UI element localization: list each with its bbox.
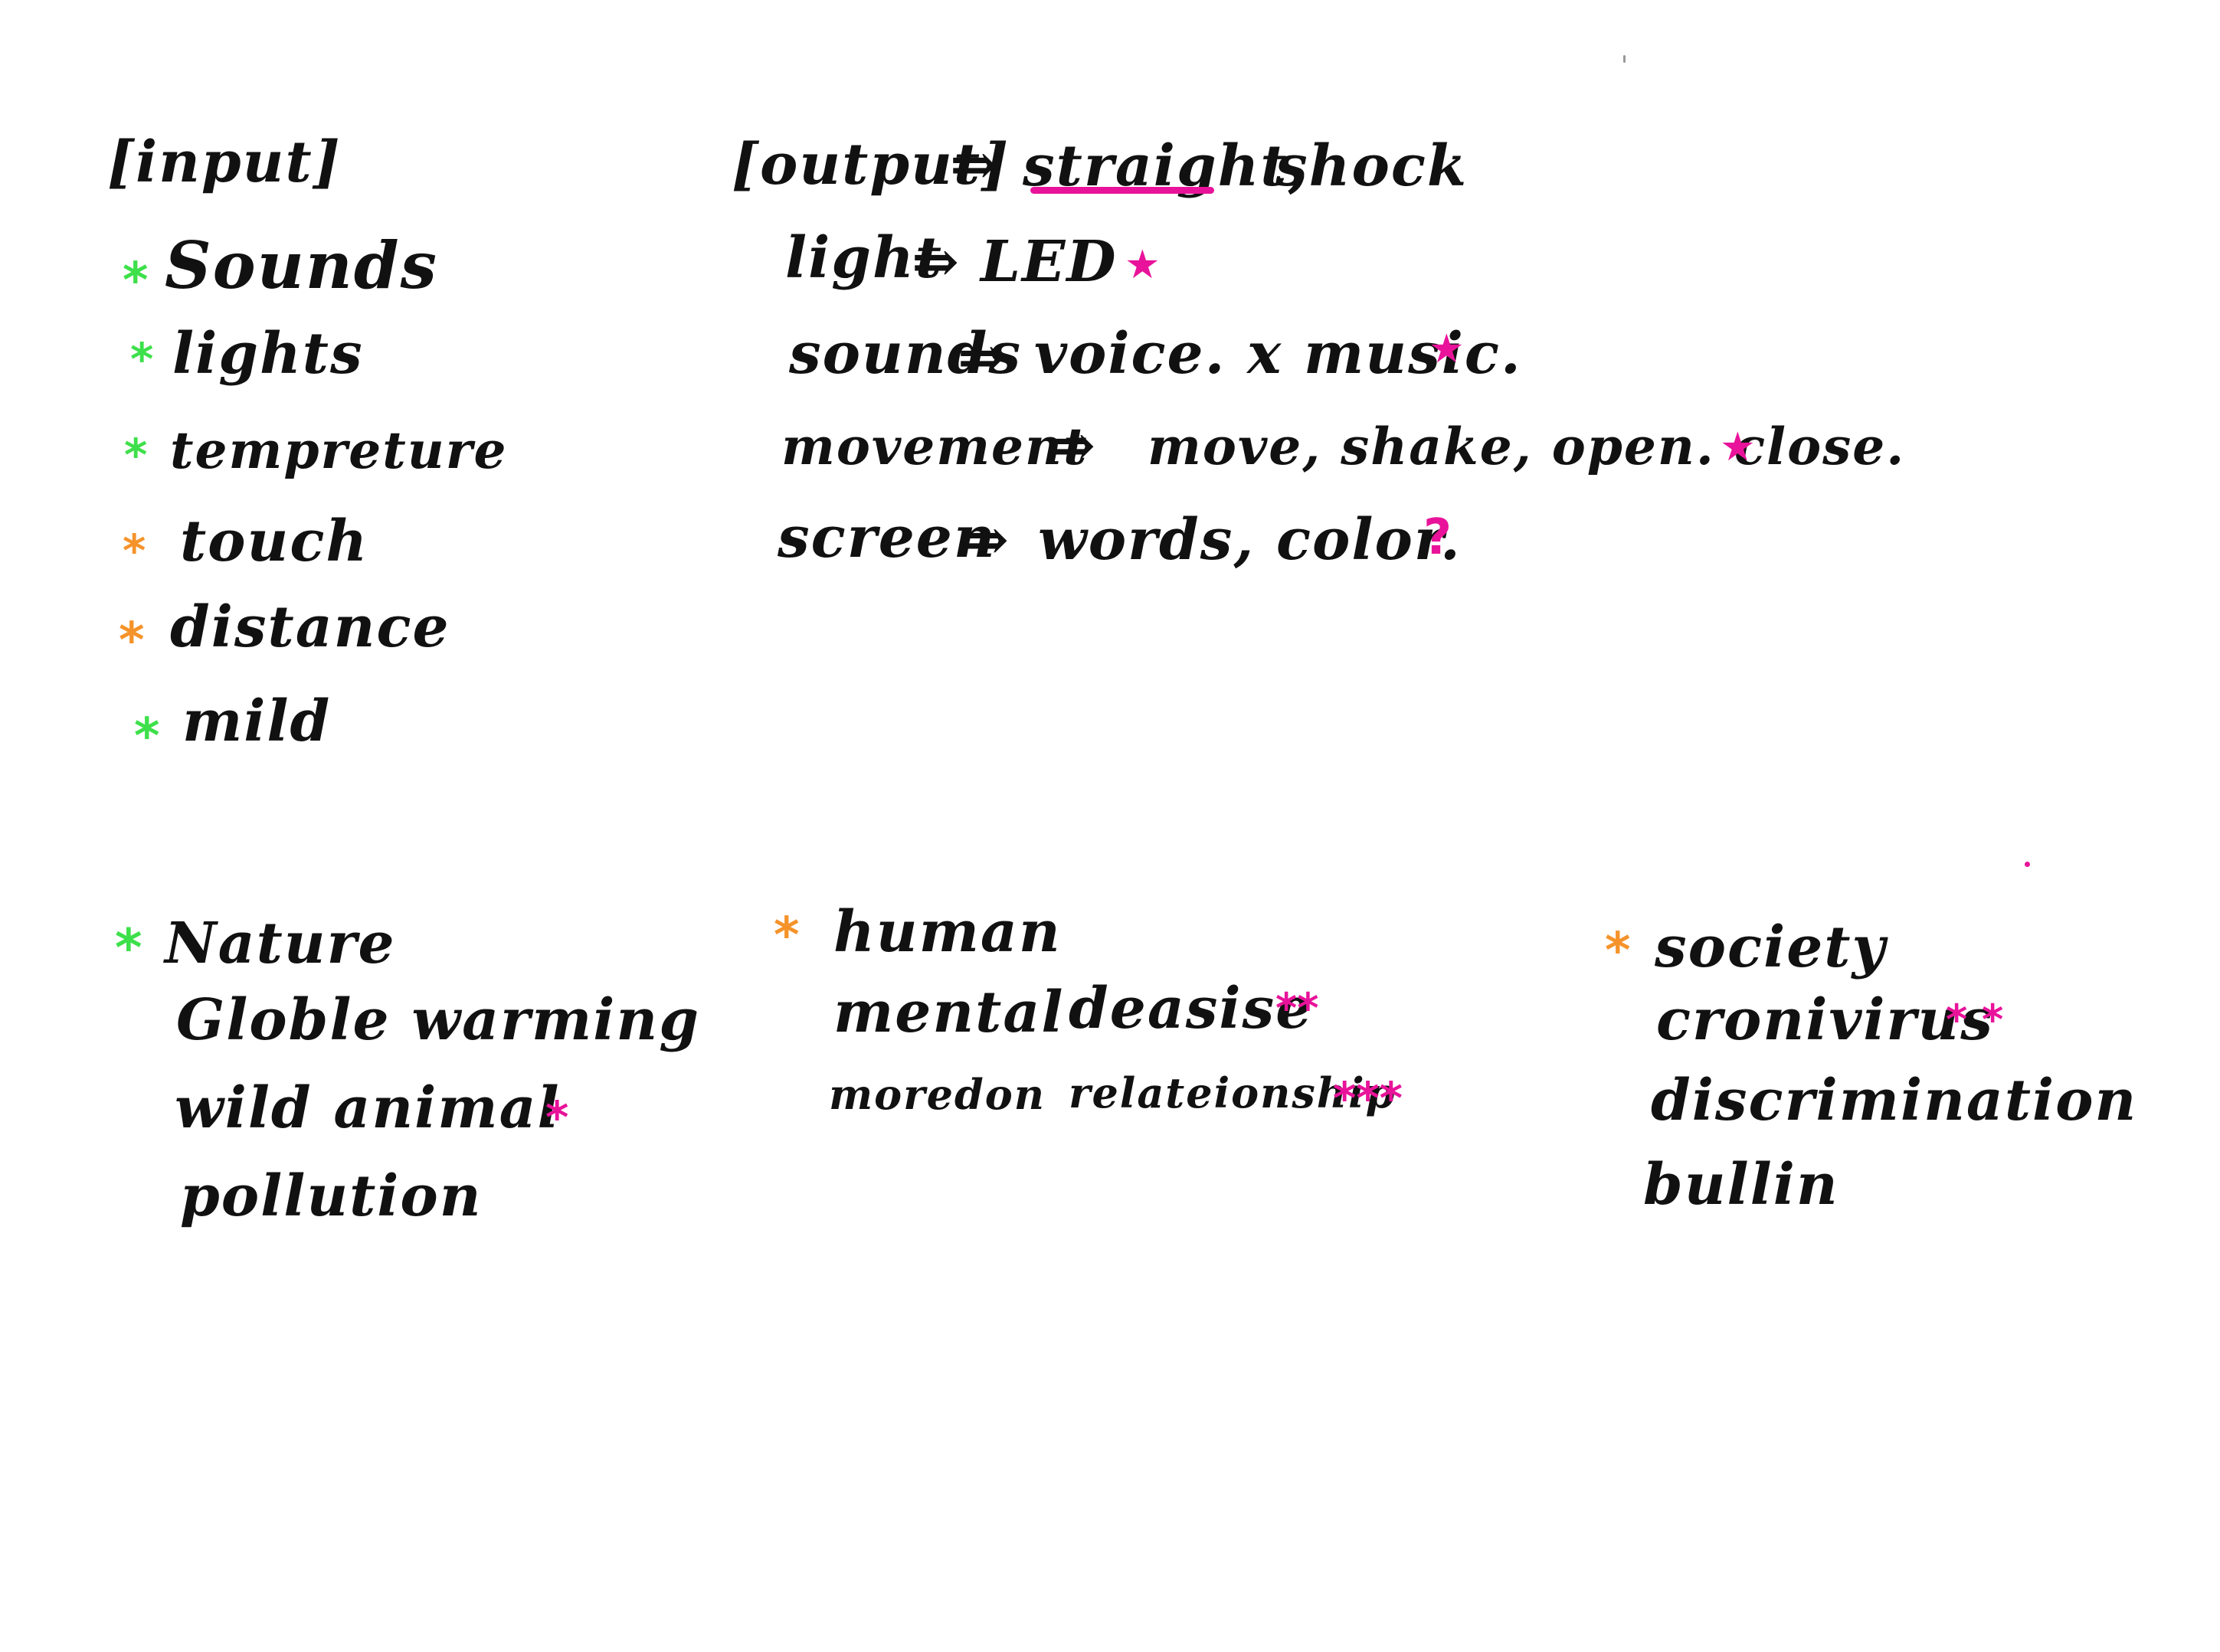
nature-item-pollution: pollution xyxy=(180,1163,483,1229)
output-row-light-arrow: ⇒ xyxy=(912,229,961,295)
input-marker-distance: * xyxy=(119,613,145,669)
output-row-sounds-value: voice. x music. xyxy=(1034,321,1522,387)
input-marker-tempreture: * xyxy=(124,429,148,481)
society-title: society xyxy=(1655,914,1887,980)
human-row-moredon-mark: *** xyxy=(1333,1072,1403,1124)
human-row-mental-a: mental xyxy=(833,980,1065,1045)
input-heading: [input] xyxy=(107,129,342,195)
human-row-moredon-a: moredon xyxy=(829,1070,1046,1119)
input-item-mild: mild xyxy=(182,689,332,754)
output-option-straight: straight, xyxy=(1023,133,1310,199)
output-row-screen-question-icon: ? xyxy=(1423,509,1452,566)
society-item-bullin: bullin xyxy=(1643,1152,1839,1218)
nature-item-globle-warming: Globle warming xyxy=(176,987,700,1053)
output-row-screen-arrow: ⇒ xyxy=(961,507,1011,573)
human-row-moredon-b: relateionship xyxy=(1069,1068,1397,1117)
human-row-mental-mark: ** xyxy=(1275,984,1319,1032)
output-row-screen-label: screen xyxy=(778,505,997,571)
output-heading-arrow: ⇒ xyxy=(950,132,1000,198)
stray-pen-mark xyxy=(1623,55,1626,63)
society-item-discrimination: discrimination xyxy=(1651,1068,2138,1134)
straight-underline xyxy=(1030,187,1214,194)
input-item-distance: distance xyxy=(170,594,450,660)
nature-item-wild-animal-mark: * xyxy=(545,1091,569,1143)
input-item-tempreture: tempreture xyxy=(170,420,508,480)
input-item-sounds: Sounds xyxy=(165,227,438,303)
human-marker: * xyxy=(774,908,800,964)
nature-item-wild-animal: wild animal xyxy=(175,1075,561,1141)
human-title: human xyxy=(833,899,1062,965)
input-marker-mild: * xyxy=(134,708,160,765)
output-row-light-star-icon: ★ xyxy=(1125,242,1161,288)
human-row-mental-b: deasise xyxy=(1069,976,1314,1042)
input-marker-sounds: * xyxy=(123,253,149,309)
output-heading: [output] xyxy=(732,132,1010,198)
output-row-sounds-arrow: ⇒ xyxy=(958,325,1007,391)
output-row-light-value: LED xyxy=(981,229,1118,295)
input-marker-touch: * xyxy=(123,525,146,577)
society-item-cronivirus-mark: * * xyxy=(1946,996,2004,1044)
output-row-movement-label: movement xyxy=(781,417,1089,476)
input-item-touch: touch xyxy=(180,509,369,574)
nature-marker: * xyxy=(115,918,142,979)
output-option-shock: shock xyxy=(1275,133,1469,199)
output-row-light-label: light xyxy=(785,225,943,291)
output-row-movement-star-icon: ★ xyxy=(1720,424,1756,470)
stray-pen-dot xyxy=(2025,862,2030,867)
input-item-lights: lights xyxy=(172,321,364,387)
society-item-cronivirus: cronivirus xyxy=(1656,987,1994,1053)
output-row-sounds-label: sounds xyxy=(789,321,1023,387)
output-row-sounds-star-icon: ★ xyxy=(1429,326,1465,372)
nature-title: Nature xyxy=(165,911,396,976)
input-marker-lights: * xyxy=(130,333,154,385)
output-row-screen-value: words, color. xyxy=(1038,507,1462,573)
society-marker: * xyxy=(1605,923,1631,980)
output-row-movement-value: move, shake, open. close. xyxy=(1148,417,1906,476)
output-row-movement-arrow: ⇒ xyxy=(1048,413,1098,479)
